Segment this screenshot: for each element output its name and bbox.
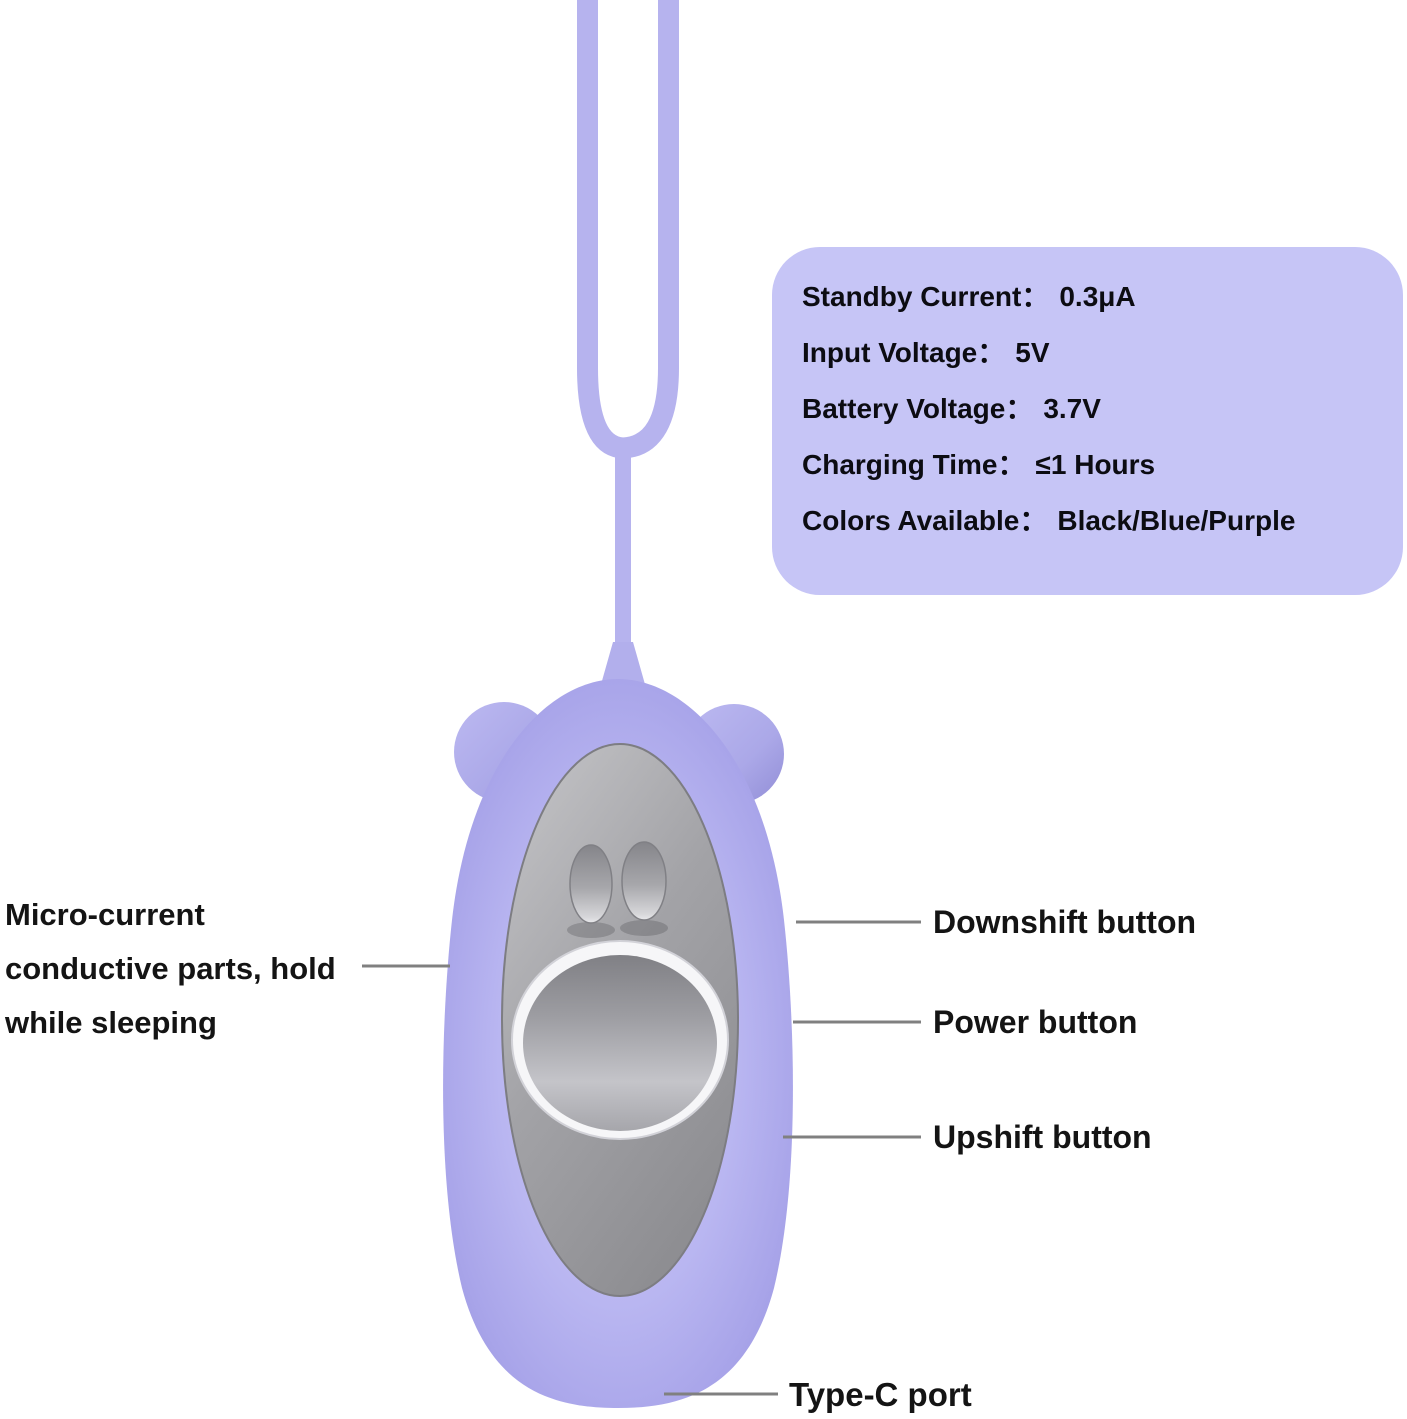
spec-label: Charging Time： [802, 449, 1026, 480]
spec-value: 5V [1015, 337, 1050, 368]
spec-label: Colors Available： [802, 505, 1048, 536]
callout-label-upshift: Upshift button [933, 1119, 1152, 1155]
spec-row-battery-voltage: Battery Voltage： 3.7V [802, 381, 1403, 437]
pill-shadow-right [620, 920, 668, 936]
pill-button-right [621, 841, 667, 921]
spec-row-input-voltage: Input Voltage： 5V [802, 325, 1403, 381]
spec-value: 3.7V [1043, 393, 1101, 424]
spec-value: 0.3μA [1059, 281, 1136, 312]
pill-button-left [569, 844, 613, 924]
spec-row-standby-current: Standby Current： 0.3μA [802, 269, 1403, 325]
spec-label: Input Voltage： [802, 337, 1006, 368]
spec-row-charging-time: Charging Time： ≤1 Hours [802, 437, 1403, 493]
micro-current-line-1: Micro-current [5, 897, 205, 932]
callout-label-typec: Type-C port [789, 1376, 972, 1413]
spec-box: Standby Current： 0.3μA Input Voltage： 5V B… [772, 247, 1403, 595]
spec-value: ≤1 Hours [1035, 449, 1156, 480]
lanyard-strap [577, 0, 679, 459]
spec-value: Black/Blue/Purple [1057, 505, 1296, 536]
micro-current-line-3: while sleeping [5, 1005, 217, 1040]
callout-label-micro-current: Micro-current conductive parts, hold whi… [5, 888, 336, 1050]
spec-label: Battery Voltage： [802, 393, 1034, 424]
callout-label-power: Power button [933, 1004, 1138, 1040]
callout-label-downshift: Downshift button [933, 904, 1197, 940]
micro-current-line-2: conductive parts, hold [5, 951, 336, 986]
hanging-cord [615, 445, 631, 650]
pill-shadow-left [567, 922, 615, 938]
spec-label: Standby Current： [802, 281, 1050, 312]
main-button [523, 955, 717, 1131]
spec-row-colors-available: Colors Available： Black/Blue/Purple [802, 493, 1403, 549]
